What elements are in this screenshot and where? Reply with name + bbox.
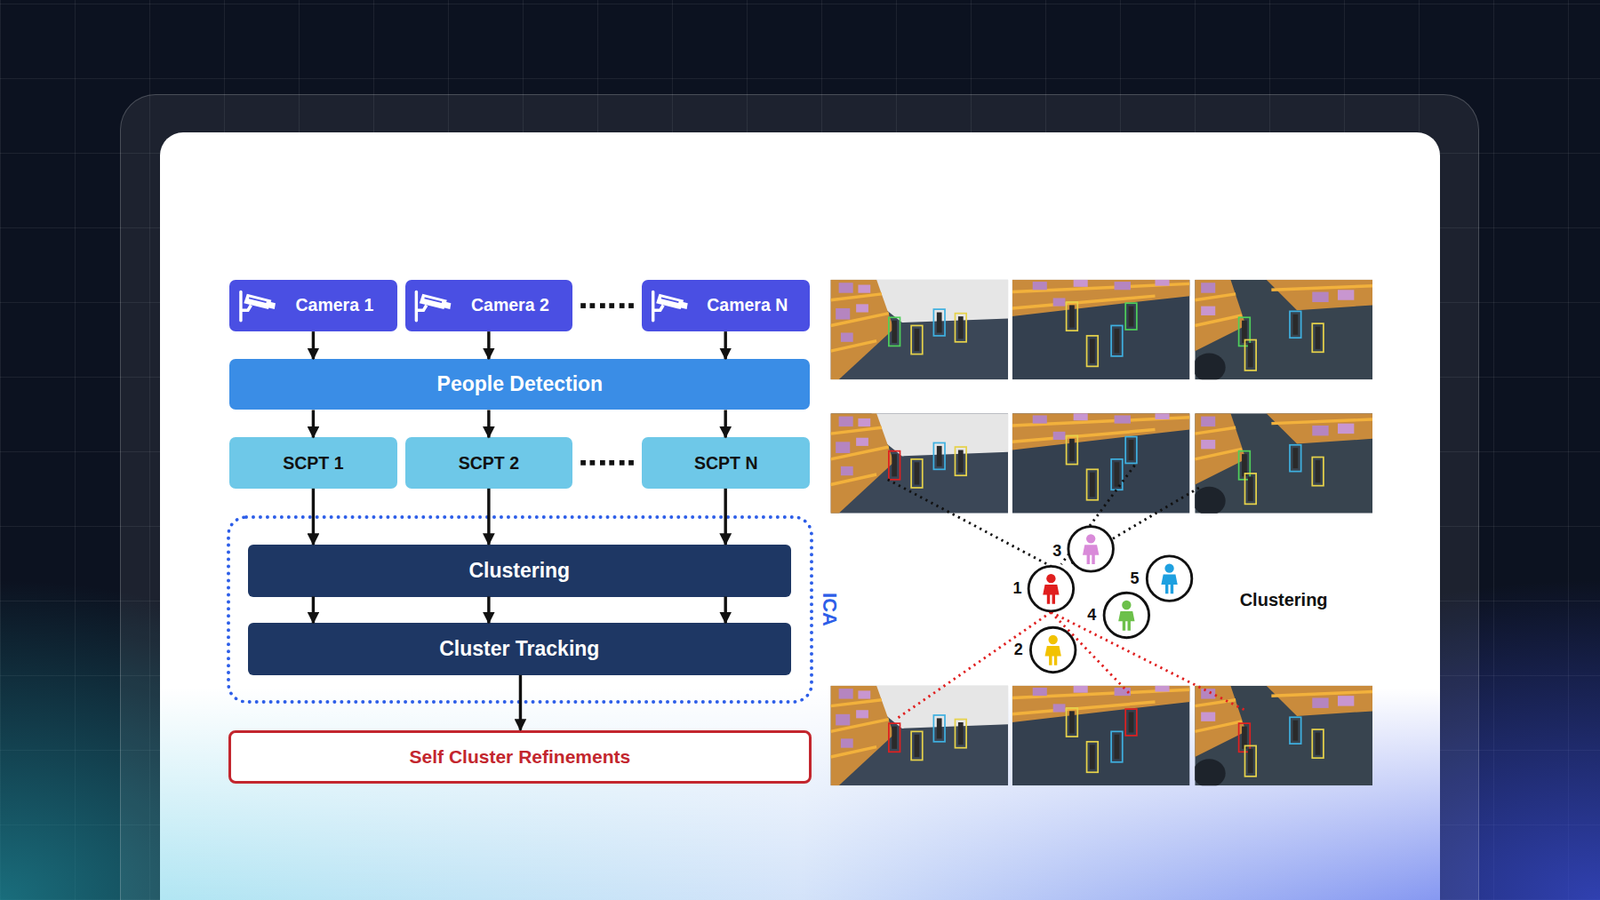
dot xyxy=(590,460,596,466)
node-label: Clustering xyxy=(468,559,570,584)
dot xyxy=(590,303,596,309)
dot xyxy=(619,460,625,466)
dot xyxy=(580,460,586,466)
dot xyxy=(600,303,606,309)
node-label: SCPT 2 xyxy=(458,453,520,474)
node-label: ICA xyxy=(817,592,841,627)
dot xyxy=(628,303,634,309)
flow-arrow xyxy=(487,488,490,545)
dotted-line xyxy=(888,480,1052,568)
dot xyxy=(619,303,625,309)
connector-layer xyxy=(312,331,726,731)
ellipsis-dots xyxy=(580,303,634,466)
camera-icon xyxy=(653,292,688,321)
dotted-line xyxy=(1050,612,1247,712)
camera-frame xyxy=(830,413,1008,514)
callout-number: 2 xyxy=(1014,640,1024,660)
process-box: People Detection xyxy=(229,359,810,410)
camera-frame xyxy=(1012,686,1191,787)
flow-arrow xyxy=(312,488,315,545)
node-label: Self Cluster Refinements xyxy=(409,746,632,768)
flow-arrow xyxy=(723,488,727,545)
caption-label: Clustering xyxy=(1240,590,1328,611)
camera-box: Camera N xyxy=(641,280,810,333)
node-label: Cluster Tracking xyxy=(439,637,600,662)
cluster-circle xyxy=(1104,592,1150,639)
camera-box: Camera 2 xyxy=(405,280,573,333)
callout-number: 4 xyxy=(1087,606,1096,625)
flow-arrow xyxy=(723,596,727,624)
tracker-box: SCPT N xyxy=(641,437,810,488)
cluster-circle xyxy=(1028,566,1074,612)
person-icon xyxy=(1160,563,1177,594)
cluster-circles xyxy=(1028,527,1192,673)
process-box: Cluster Tracking xyxy=(248,623,792,676)
dot xyxy=(580,303,586,309)
camera-frame xyxy=(830,686,1008,787)
callout-number: 3 xyxy=(1052,541,1062,560)
dotted-line xyxy=(1071,488,1199,564)
dot xyxy=(608,460,615,466)
dotted-line xyxy=(1050,612,1129,695)
camera-frame xyxy=(1192,686,1373,789)
output-box: Self Cluster Refinements xyxy=(228,730,811,784)
camera-thumbnails xyxy=(830,280,1373,789)
camera-frame xyxy=(830,280,1008,381)
callout-number: 5 xyxy=(1130,568,1140,588)
process-box: Clustering xyxy=(248,544,792,598)
flow-arrow xyxy=(519,675,522,731)
flow-arrow xyxy=(487,596,490,624)
camera-box: Camera 1 xyxy=(229,280,397,333)
cluster-circle xyxy=(1030,627,1076,673)
cluster-circle xyxy=(1068,527,1114,573)
person-icon xyxy=(1045,635,1062,666)
callout-number: 1 xyxy=(1012,579,1022,599)
tracker-box: SCPT 1 xyxy=(229,437,397,488)
camera-frame xyxy=(1012,280,1191,381)
node-label: Camera 1 xyxy=(296,295,375,316)
dotted-line xyxy=(896,612,1051,720)
flow-arrow xyxy=(312,331,315,360)
tracker-box: SCPT 2 xyxy=(405,437,573,488)
flow-arrow xyxy=(312,409,315,438)
camera-icon xyxy=(416,292,451,321)
dot xyxy=(608,303,615,309)
camera-frame xyxy=(1192,280,1373,383)
camera-frame xyxy=(1192,413,1373,516)
dot xyxy=(600,460,606,466)
flow-arrow xyxy=(723,331,727,360)
node-label: Camera N xyxy=(706,295,788,316)
node-label: People Detection xyxy=(437,372,604,397)
dot xyxy=(628,460,634,466)
node-label: SCPT N xyxy=(694,453,759,474)
flow-arrow xyxy=(487,409,490,438)
camera-frame xyxy=(1012,413,1191,514)
node-label: SCPT 1 xyxy=(282,453,344,474)
flow-arrow xyxy=(312,596,315,624)
camera-icon xyxy=(240,292,276,321)
person-icon xyxy=(1042,574,1059,605)
cluster-circle xyxy=(1146,556,1192,602)
flow-arrow xyxy=(487,331,490,360)
person-icon xyxy=(1082,534,1099,565)
node-label: Camera 2 xyxy=(471,295,550,316)
person-icon xyxy=(1118,600,1135,632)
group-box: ICAClusteringCluster Tracking xyxy=(226,515,814,704)
flow-arrow xyxy=(723,409,727,438)
dotted-line xyxy=(1061,465,1136,565)
association-lines xyxy=(888,465,1248,720)
camera-icons xyxy=(240,292,688,321)
